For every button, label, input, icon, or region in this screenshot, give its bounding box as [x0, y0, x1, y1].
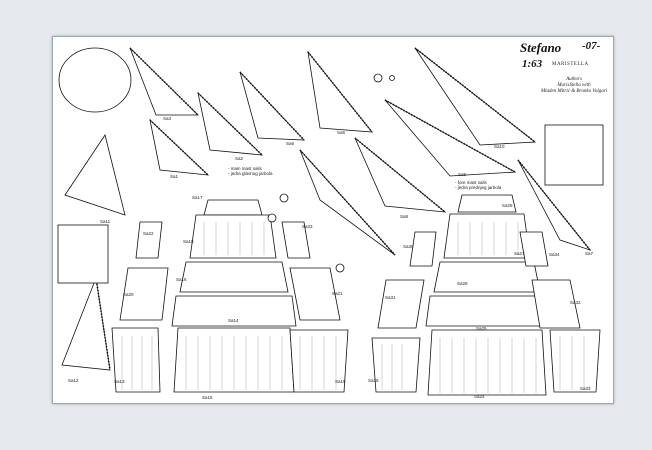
sail-label: Sa8	[400, 214, 409, 219]
sail-label: Sa9	[458, 172, 467, 177]
sail-label: Sa23	[302, 224, 313, 229]
sail-label: Sa29	[502, 203, 513, 208]
ship-name: Stefano	[520, 40, 562, 55]
sail-label: Sa19	[335, 379, 346, 384]
sail-label: Sa11	[100, 219, 111, 224]
triangular-sails	[61, 47, 592, 371]
sail-label: Sa34	[549, 252, 560, 257]
sail-label: Sa31	[385, 295, 396, 300]
sail-label: Sa30	[403, 244, 414, 249]
sail-label: Sa2	[235, 156, 244, 161]
sail-label: Sa6	[286, 141, 295, 146]
sail-label: Sa24	[474, 394, 485, 399]
ring-detail	[373, 73, 383, 83]
sail-label: Sa5	[337, 130, 346, 135]
sail-label: Sa27	[514, 251, 525, 256]
sail-seams	[121, 222, 585, 393]
sail-label: Sa16	[176, 277, 187, 282]
sail-label: Sa33	[580, 386, 591, 391]
sail-label: Sa10	[494, 144, 505, 149]
sail-label: Sa15	[202, 395, 213, 400]
detail-circle	[58, 47, 132, 113]
note-line: - jedra prednjeg jarbola	[455, 185, 502, 190]
authors-line: MarisStella with	[557, 83, 591, 88]
sail-label: Sa14	[228, 318, 239, 323]
sail-labels: Sa1 Sa2 Sa3 Sa5 Sa6 Sa7 Sa8 Sa9 Sa10 Sa1…	[68, 116, 594, 400]
square-sails	[111, 194, 601, 396]
table-detail	[57, 224, 109, 284]
sail-label: Sa7	[585, 251, 594, 256]
legend-table	[544, 124, 604, 186]
sail-label: Sa13	[114, 379, 125, 384]
sail-label: Sa18	[183, 239, 194, 244]
authors-line: Mladen Mitrić & Branko Volgari	[540, 89, 608, 94]
sail-label: Sa20	[123, 292, 134, 297]
sheet-number: -07-	[582, 40, 601, 52]
sail-label: Sa32	[570, 300, 581, 305]
scale: 1:63	[522, 58, 543, 70]
note-line: - main mast sails	[228, 166, 262, 171]
sail-label: Sa22	[143, 231, 154, 236]
sail-label: Sa17	[192, 195, 203, 200]
sail-label: Sa25	[476, 326, 487, 331]
block-detail	[279, 193, 289, 203]
ring-detail	[389, 75, 395, 81]
block-detail	[267, 213, 277, 223]
block-detail	[335, 263, 345, 273]
sail-label: Sa21	[332, 291, 343, 296]
brand-name: MARISTELLA	[552, 62, 589, 67]
sail-label: Sa1	[170, 174, 179, 179]
sail-label: Sa28	[457, 281, 468, 286]
sail-label: Sa3	[163, 116, 172, 121]
main-mast-note: - main mast sails - jedra glavnog jarbol…	[228, 166, 273, 176]
authors-block: Authors MarisStella with Mladen Mitrić &…	[536, 77, 612, 95]
sail-label: Sa26	[368, 378, 379, 383]
authors-heading: Authors	[566, 77, 582, 82]
sail-label: Sa12	[68, 378, 79, 383]
fore-mast-note: - fore mast sails - jedra prednjeg jarbo…	[455, 180, 501, 190]
note-line: - fore mast sails	[455, 180, 487, 185]
note-line: - jedra glavnog jarbola	[228, 171, 273, 176]
